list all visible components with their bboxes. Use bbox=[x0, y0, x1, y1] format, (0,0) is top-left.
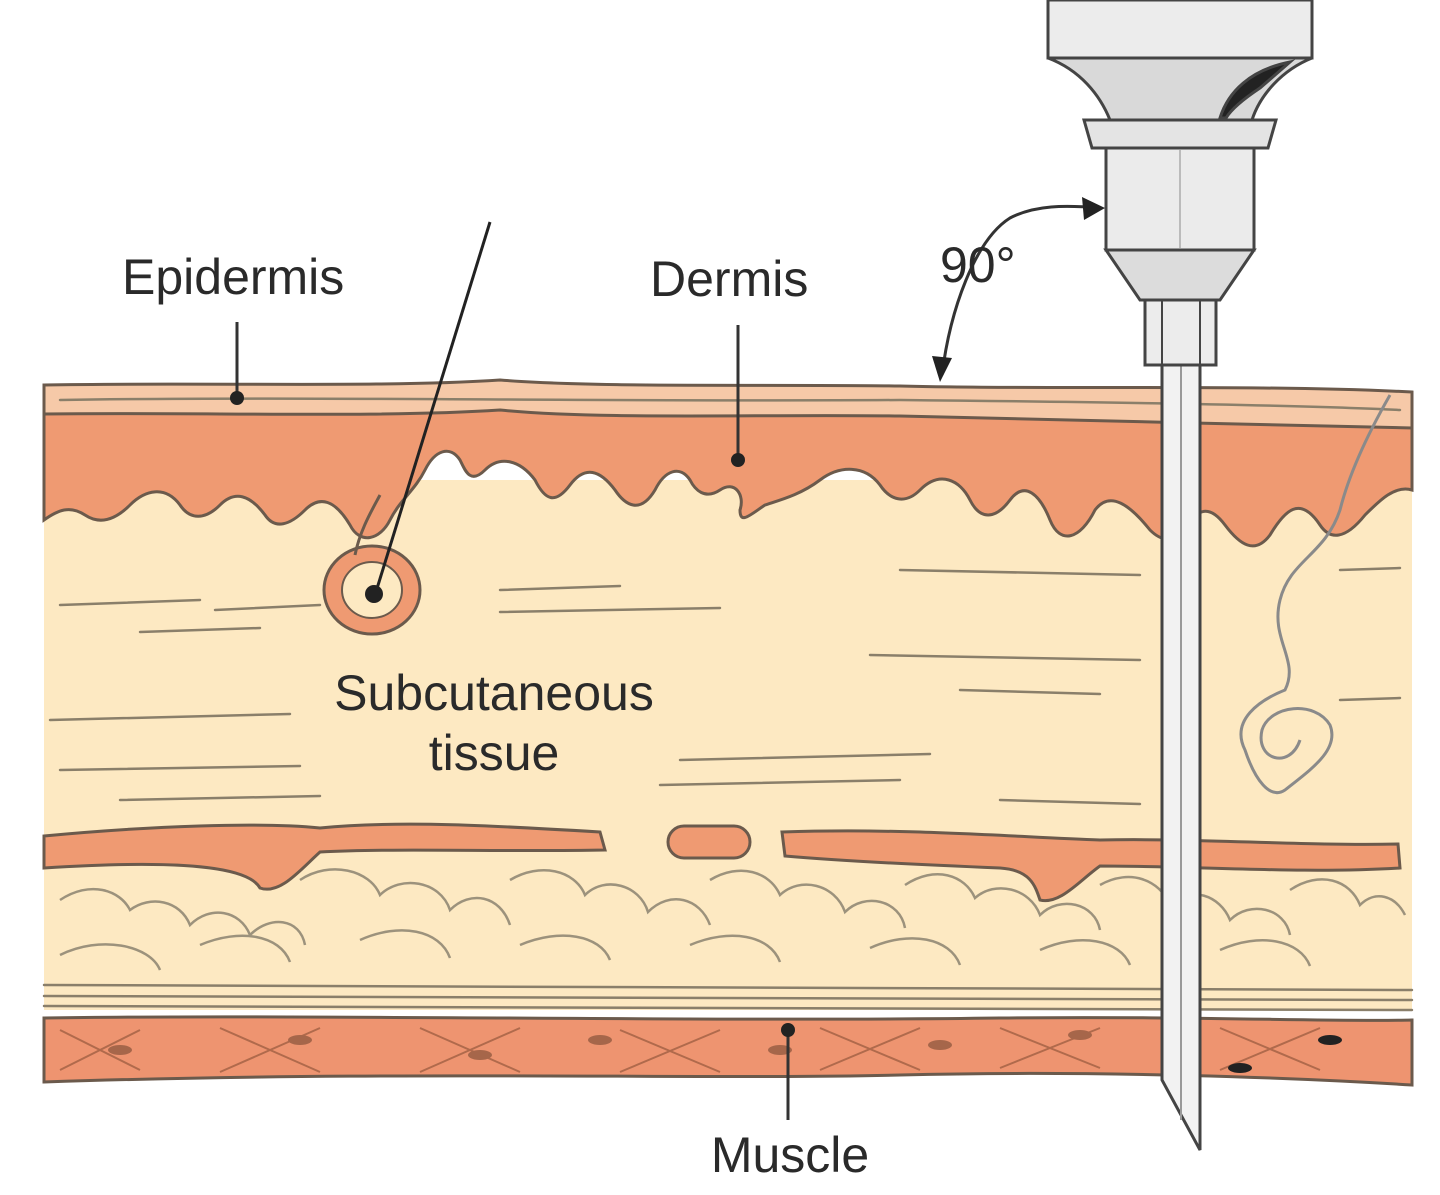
subcutaneous-lines bbox=[48, 566, 1402, 806]
needle bbox=[1160, 358, 1202, 1151]
hair-shaft bbox=[373, 221, 492, 596]
label-subcutaneous: Subcutaneous bbox=[334, 665, 654, 721]
label-angle: 90° bbox=[940, 237, 1016, 293]
label-epidermis: Epidermis bbox=[122, 249, 344, 305]
nerve-fiber bbox=[1239, 394, 1392, 794]
label-muscle: Muscle bbox=[711, 1127, 869, 1183]
syringe-hub bbox=[1046, 0, 1314, 367]
muscle-layer bbox=[42, 1015, 1414, 1087]
label-dermis: Dermis bbox=[650, 251, 808, 307]
label-pointers bbox=[230, 322, 795, 1120]
muscle-fibers bbox=[59, 1027, 1321, 1073]
label-tissue: tissue bbox=[429, 725, 560, 781]
epidermis-layer bbox=[42, 378, 1414, 430]
muscle-nuclei bbox=[108, 1030, 1342, 1073]
vessel-band bbox=[42, 822, 1402, 903]
angle-indicator bbox=[932, 197, 1105, 382]
fat-lobules bbox=[59, 868, 1407, 971]
